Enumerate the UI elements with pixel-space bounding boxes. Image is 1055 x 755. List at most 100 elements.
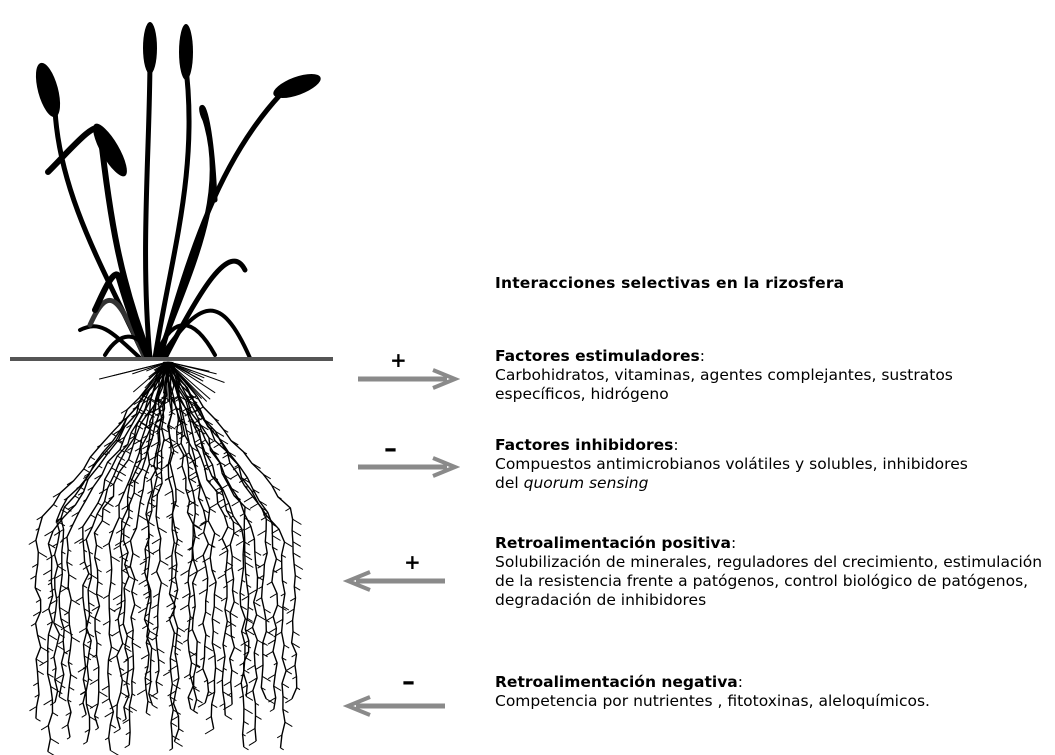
rootlet bbox=[67, 737, 70, 739]
rootlet bbox=[234, 602, 239, 605]
rootlet bbox=[256, 716, 262, 720]
rootlet bbox=[245, 526, 251, 529]
rootlet bbox=[91, 515, 96, 518]
rootlet bbox=[163, 671, 170, 675]
rootlet bbox=[48, 752, 57, 755]
rootlet bbox=[103, 543, 109, 547]
cattail-shoots bbox=[48, 55, 280, 358]
rootlet bbox=[41, 726, 48, 730]
sign-negative-feedback: – bbox=[402, 669, 415, 695]
stimulators-text: Carbohidratos, vitaminas, agentes comple… bbox=[495, 366, 990, 404]
rootlet bbox=[212, 704, 218, 707]
rootlet bbox=[207, 680, 214, 684]
rootlet bbox=[90, 457, 94, 460]
rootlet bbox=[282, 684, 289, 688]
rootlet bbox=[99, 692, 108, 697]
rootlet bbox=[103, 621, 110, 625]
rootlet bbox=[71, 600, 80, 605]
rootlet bbox=[293, 632, 300, 636]
rootlet bbox=[247, 627, 253, 631]
rootlet bbox=[232, 556, 241, 561]
rootlet bbox=[174, 742, 182, 747]
rootlet bbox=[161, 583, 168, 587]
rootlet bbox=[102, 521, 109, 526]
rootlet bbox=[270, 709, 274, 711]
rootlet bbox=[165, 491, 173, 496]
rootlet bbox=[287, 665, 295, 670]
rootlet bbox=[125, 745, 130, 748]
stimulators-heading: Factores estimuladores bbox=[495, 347, 700, 365]
rootlet bbox=[119, 472, 125, 476]
rootlet bbox=[69, 687, 74, 690]
rootlet bbox=[108, 462, 112, 464]
rootlet bbox=[152, 549, 159, 553]
rootlet bbox=[180, 605, 188, 610]
rootlet bbox=[112, 631, 120, 636]
root-strand bbox=[94, 362, 165, 728]
rootlet bbox=[286, 671, 292, 674]
rootlet bbox=[196, 555, 203, 559]
plant-illustration bbox=[0, 0, 340, 755]
rootlet bbox=[250, 504, 258, 509]
rootlet bbox=[293, 542, 301, 547]
rootlet bbox=[111, 582, 116, 585]
rootlet bbox=[99, 466, 103, 468]
rootlet bbox=[114, 546, 121, 550]
diagram-title: Interacciones selectivas en la rizosfera bbox=[495, 274, 844, 292]
inhibitors-heading: Factores inhibidores bbox=[495, 436, 673, 454]
positive-feedback-block: Retroalimentación positiva: Solubilizaci… bbox=[495, 534, 1055, 610]
rootlet bbox=[228, 527, 233, 530]
rootlet bbox=[217, 680, 223, 683]
rootlet bbox=[285, 699, 292, 703]
rootlet bbox=[123, 719, 127, 721]
rootlet bbox=[135, 472, 138, 474]
rootlet bbox=[232, 501, 240, 506]
rootlet bbox=[72, 637, 80, 642]
inhibitors-block: Factores inhibidores: Compuestos antimic… bbox=[495, 436, 1055, 493]
rootlet bbox=[93, 667, 99, 670]
rootlet bbox=[244, 709, 253, 714]
rootlet bbox=[167, 602, 175, 607]
positive-feedback-colon: : bbox=[731, 534, 736, 552]
rootlet bbox=[37, 671, 43, 675]
rootlet bbox=[111, 647, 119, 652]
rootlet bbox=[176, 640, 182, 644]
rootlet bbox=[133, 553, 140, 557]
rootlet bbox=[257, 615, 266, 620]
rootlet bbox=[152, 538, 161, 543]
rootlet bbox=[159, 660, 165, 664]
rootlet bbox=[208, 655, 215, 659]
arrow-right-stimulators bbox=[355, 368, 460, 390]
rootlet bbox=[244, 721, 249, 724]
rootlet bbox=[267, 582, 272, 585]
rootlet bbox=[195, 537, 199, 540]
rootlet bbox=[111, 556, 120, 561]
rootlet bbox=[141, 526, 148, 530]
rootlet bbox=[110, 725, 116, 728]
rootlet bbox=[242, 596, 249, 600]
rootlet bbox=[212, 619, 220, 624]
rootlet bbox=[126, 630, 133, 634]
rootlet bbox=[285, 508, 290, 511]
rootlet bbox=[192, 456, 200, 461]
rootlet bbox=[89, 679, 93, 681]
rootlet bbox=[29, 540, 36, 544]
rootlet bbox=[255, 552, 261, 556]
rootlet bbox=[210, 509, 216, 513]
inhibitors-text: Compuestos antimicrobianos volátiles y s… bbox=[495, 455, 990, 493]
rootlet bbox=[283, 606, 289, 610]
rootlet bbox=[129, 707, 136, 711]
rootlet bbox=[74, 538, 83, 543]
rootlet bbox=[183, 640, 188, 643]
rootlet bbox=[230, 474, 238, 479]
stimulators-colon: : bbox=[700, 347, 705, 365]
rootlet bbox=[132, 643, 141, 648]
rootlet bbox=[29, 707, 36, 711]
negative-feedback-text: Competencia por nutrientes , fitotoxinas… bbox=[495, 692, 930, 710]
rootlet bbox=[244, 747, 249, 750]
rootlet bbox=[146, 713, 150, 716]
rootlet bbox=[297, 688, 300, 690]
rootlet bbox=[49, 635, 57, 640]
rootlet bbox=[177, 466, 182, 469]
rootlet bbox=[50, 657, 54, 659]
